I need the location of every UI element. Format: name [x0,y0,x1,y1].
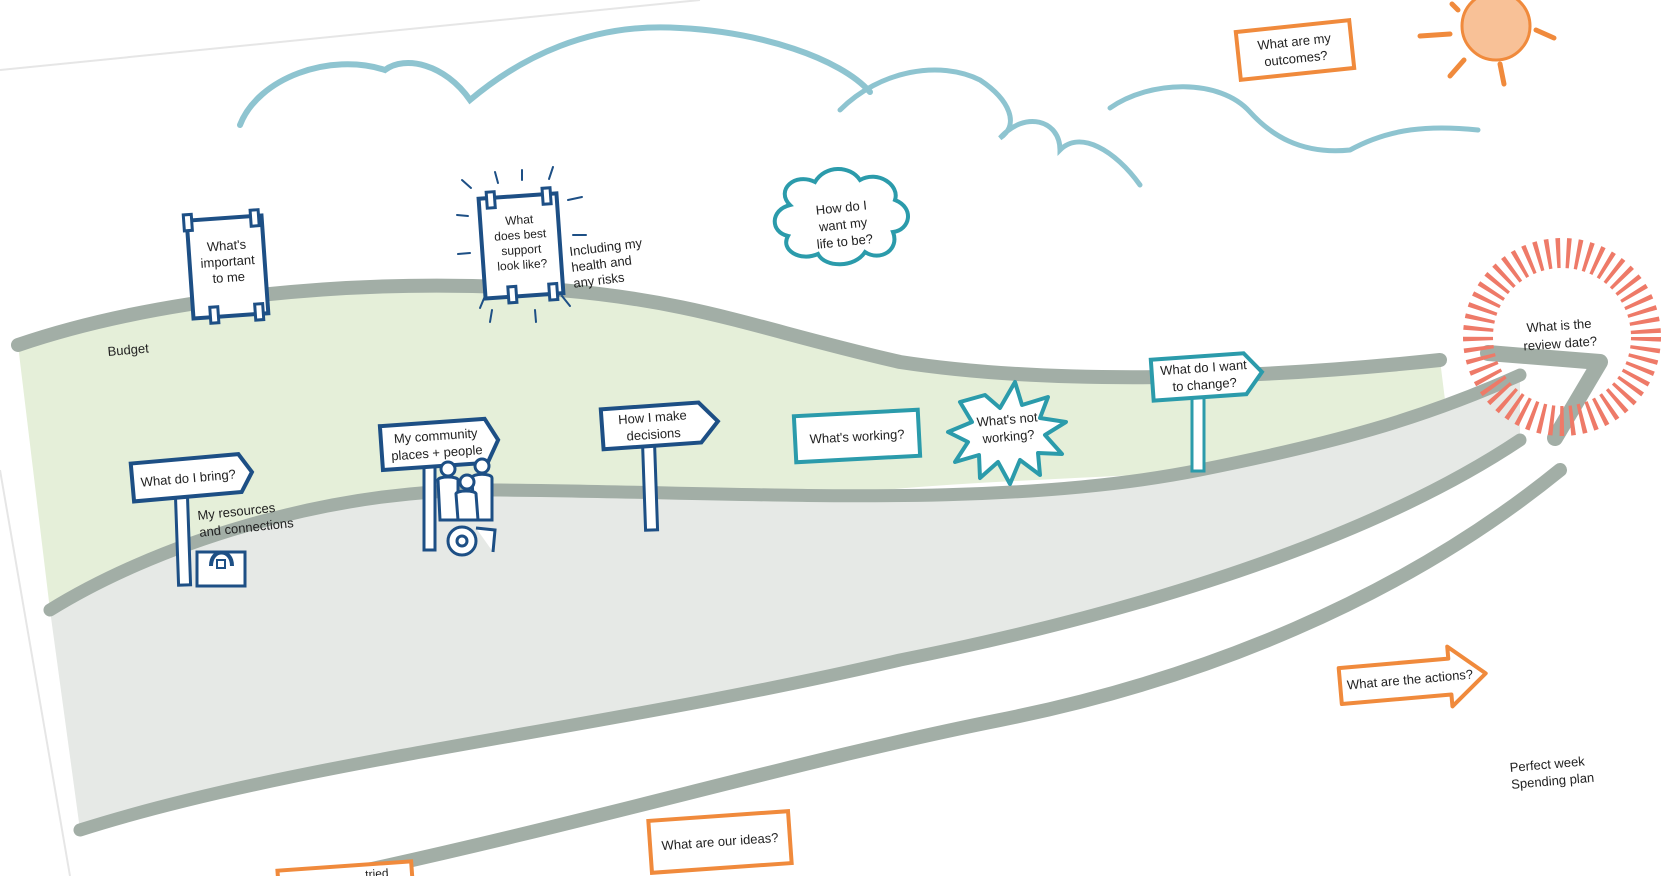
bag-icon [195,550,247,588]
people-wheelchair-icon [436,457,497,557]
best-support-line-4: look like? [497,256,548,273]
best-support-line-3: support [501,241,543,258]
not-working-line-2: working? [981,427,1035,447]
community-line-2: places + people [391,442,483,463]
best-support-line-2: does best [494,226,548,244]
sky-cloud-line-right [837,67,1481,188]
important-line-2: important [200,252,255,271]
outcomes-box: What are my outcomes? [1233,17,1357,83]
decisions-sign: How I make decisions [598,400,721,532]
life-line-2: want my [817,214,868,234]
review-line-1: What is the [1526,316,1592,335]
life-line-1: How do I [815,197,868,217]
life-thought-cloud [772,167,910,267]
life-line-3: life to be? [816,231,874,252]
budget-label: Budget [107,340,150,359]
road-lower-border [73,433,1527,837]
best-support-sign: What does best support look like? [476,186,566,305]
grey-road [50,375,1520,830]
change-sign: What do I want to change? [1148,351,1265,473]
road-bottom-border [333,463,1567,876]
working-label: What's working? [809,427,905,447]
not-working-starburst [946,380,1068,486]
ideas-box: What are our ideas? [646,809,794,875]
perfect-week-line-2: Spending plan [1511,770,1595,792]
health-risks-note: Including my health and any risks [569,235,644,291]
review-date-ring [1463,238,1661,436]
partial-bottom-label: ...tried [355,866,389,876]
what-do-i-bring-sign: What do I bring? [128,452,255,587]
community-line-1: My community [393,425,478,446]
health-line-2: health and [570,253,632,275]
decisions-line-1: How I make [618,407,688,427]
paper-top-edge [0,0,701,71]
decisions-line-2: decisions [626,425,682,444]
health-line-3: any risks [572,270,625,291]
outcomes-line-2: outcomes? [1263,48,1328,70]
sun-icon [1417,0,1557,87]
paper-left-edge [0,469,71,876]
green-band [18,285,1450,610]
review-line-2: review date? [1523,333,1598,353]
important-to-me-sign: What's important to me [181,208,271,325]
change-line-2: to change? [1172,375,1237,394]
community-sign: My community places + people [377,416,501,552]
partial-bottom-box: ...tried [275,859,417,876]
sky-cloud-line-left [237,24,873,128]
change-line-1: What do I want [1160,357,1248,378]
important-line-1: What's [206,237,247,255]
actions-arrow: What are the actions? [1336,644,1488,709]
best-support-rays-icon [456,166,587,323]
important-line-3: to me [212,269,245,286]
whats-working-box: What's working? [791,407,923,465]
perfect-week-line-1: Perfect week [1509,753,1586,775]
perfect-week-note: Perfect week Spending plan [1509,753,1595,792]
road-middle-border [43,368,1527,617]
not-working-line-1: What's not [976,409,1038,429]
best-support-line-1: What [505,212,535,228]
